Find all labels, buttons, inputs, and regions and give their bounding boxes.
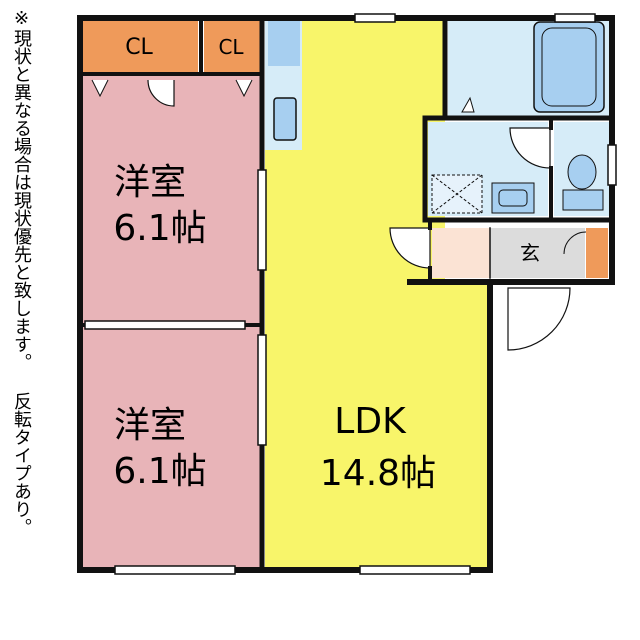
window-right-toilet — [607, 144, 617, 186]
closet-left-label: CL — [125, 35, 153, 60]
window-bottom-ldk — [359, 565, 471, 575]
entrance-label: 玄 — [520, 241, 540, 265]
ldk-name: LDK — [334, 401, 407, 442]
toilet-tank — [562, 189, 604, 211]
bath-door-swing — [461, 96, 475, 113]
sliding-door-bedroom-bottom — [257, 334, 267, 446]
western-top-name: 洋室 — [114, 162, 186, 203]
entrance-floor — [490, 228, 585, 278]
sliding-door-bedroom-top — [257, 169, 267, 271]
bathtub-inner — [541, 27, 597, 107]
washbasin-bowl — [498, 189, 528, 207]
outer-wall-left-block — [77, 15, 493, 573]
western-top-size: 6.1帖 — [113, 208, 206, 249]
closet-left — [80, 18, 198, 72]
sliding-door-bedrooms — [84, 320, 246, 330]
western-bottom-size: 6.1帖 — [113, 451, 206, 492]
toilet-bowl — [567, 154, 597, 190]
window-bottom-bedroom — [114, 565, 236, 575]
closet-right-label: CL — [218, 35, 244, 59]
closet-fold-door-a — [91, 79, 109, 98]
shoe-closet-door — [563, 231, 587, 255]
ldk-door-swing — [389, 227, 431, 269]
hallway — [432, 228, 490, 278]
western-bottom-name: 洋室 — [114, 405, 186, 446]
closet-right — [204, 18, 260, 72]
shoe-closet — [586, 228, 608, 278]
window-top-bath — [554, 13, 596, 23]
disclaimer-note: ※現状と異なる場合は現状優先と致します。 反転タイプあり。 — [11, 8, 32, 536]
western-room-bottom — [80, 325, 260, 570]
window-top-ldk — [354, 13, 396, 23]
ldk-size: 14.8帖 — [320, 453, 436, 494]
toilet-door-swing — [509, 127, 551, 169]
kitchen-sink — [273, 97, 297, 141]
closet-door-swing — [147, 79, 175, 107]
entrance-door-swing — [507, 287, 571, 351]
stove-area — [268, 18, 300, 66]
closet-fold-door-b — [235, 79, 253, 98]
western-room-top — [80, 75, 260, 325]
